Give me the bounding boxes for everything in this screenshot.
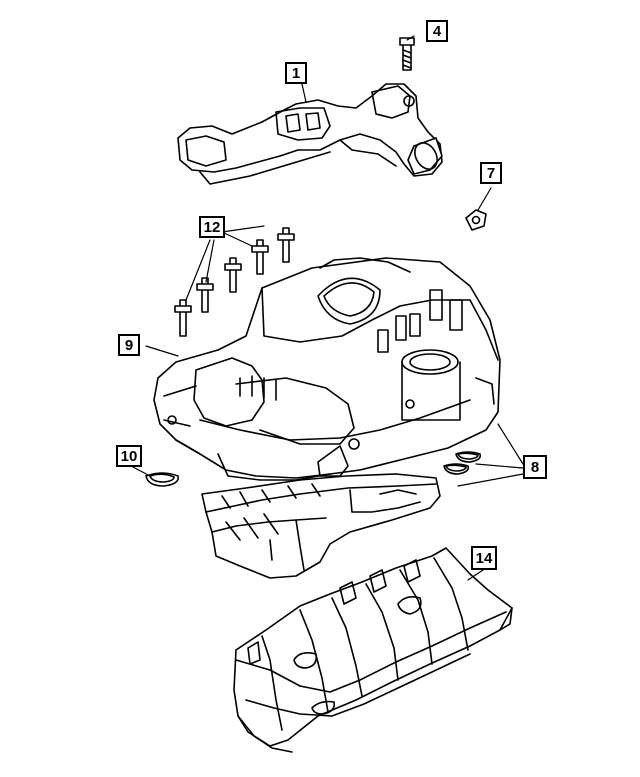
gaskets: [443, 451, 482, 475]
leader-lines: [132, 35, 524, 581]
gasket-10: [145, 472, 180, 487]
callout-8: 8: [523, 455, 547, 479]
callout-1: 1: [285, 62, 307, 84]
intake-manifold: [153, 257, 501, 481]
clip-part: [465, 209, 487, 231]
callout-9: 9: [118, 334, 140, 356]
lower-plenum: [201, 473, 441, 579]
callout-10: 10: [116, 445, 142, 467]
callout-7: 7: [480, 162, 502, 184]
studs: [174, 227, 356, 373]
lower-tray: [233, 547, 513, 753]
callout-12: 12: [199, 216, 225, 238]
callout-14: 14: [471, 546, 497, 570]
exhaust-manifold: [177, 83, 443, 185]
callout-4: 4: [426, 20, 448, 42]
manifold-bolt: [399, 37, 415, 71]
